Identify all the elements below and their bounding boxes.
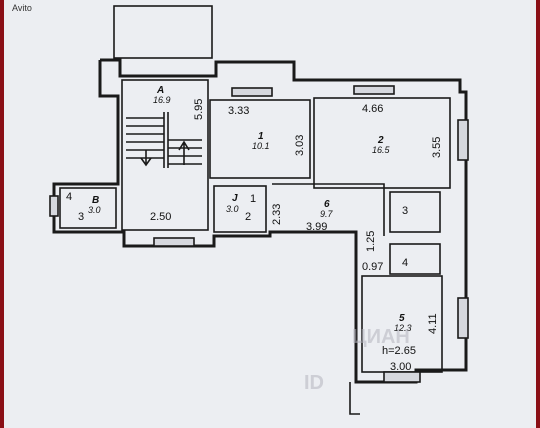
room-b-wall xyxy=(59,187,117,229)
room-3-wall xyxy=(389,191,441,233)
stairwell-wall xyxy=(121,79,209,231)
bath-wall xyxy=(213,185,267,233)
window-right-2 xyxy=(457,297,469,339)
height-label: h=2.65 xyxy=(382,345,416,357)
window-bottom-left xyxy=(153,237,195,247)
small-label-2: 2 xyxy=(245,211,252,223)
room-5-area: 12.3 xyxy=(394,323,412,333)
dim-0-97: 0.97 xyxy=(362,261,384,273)
room-2-area: 16.5 xyxy=(372,145,390,155)
hall-6-number: 6 xyxy=(324,199,330,210)
dim-4-11: 4.11 xyxy=(427,313,439,334)
lower-stub xyxy=(349,382,360,415)
hall-6-area: 9.7 xyxy=(320,209,333,219)
room-1-wall xyxy=(209,99,311,179)
dim-3-55: 3.55 xyxy=(431,136,443,158)
stair-area: 16.9 xyxy=(153,95,171,105)
room-j-number: J xyxy=(232,193,238,204)
room-2-number: 2 xyxy=(378,135,384,146)
window-top-2 xyxy=(353,85,395,95)
floor-plan-canvas: Avito 3.33 4.66 5.95 3.03 3.55 2.50 2.33… xyxy=(4,0,536,428)
dim-3-33: 3.33 xyxy=(228,105,250,117)
floor-plan-drawing xyxy=(49,5,469,415)
room-2-wall xyxy=(313,97,451,189)
small-label-1: 1 xyxy=(250,193,257,205)
window-right-1 xyxy=(457,119,469,161)
dim-2-50: 2.50 xyxy=(150,211,172,223)
dim-2-33: 2.33 xyxy=(271,203,283,225)
room-b-area: 3.0 xyxy=(88,205,101,215)
corner-mark: Avito xyxy=(12,3,32,13)
stair-number: A xyxy=(157,85,165,96)
small-label-4: 4 xyxy=(66,191,73,203)
small-label-3-right: 3 xyxy=(402,205,409,217)
shaft-block xyxy=(113,5,213,59)
room-j-area: 3.0 xyxy=(226,204,239,214)
small-label-3: 3 xyxy=(78,211,85,223)
window-top-1 xyxy=(231,87,273,97)
watermark-id: ID xyxy=(304,372,324,394)
dim-4-66: 4.66 xyxy=(362,103,384,115)
hall-6-wall xyxy=(272,183,385,236)
dim-3-99: 3.99 xyxy=(306,221,328,233)
window-bottom xyxy=(383,371,421,383)
window-left xyxy=(49,195,59,217)
room-1-number: 1 xyxy=(258,131,264,142)
dim-1-25: 1.25 xyxy=(365,230,377,252)
stair-steps xyxy=(126,112,202,168)
watermark-brand: ЦИАН xyxy=(352,326,410,348)
dim-3-03: 3.03 xyxy=(294,134,306,156)
room-b-number: B xyxy=(92,195,100,206)
dim-3-00: 3.00 xyxy=(390,361,412,373)
dim-5-95: 5.95 xyxy=(193,98,205,120)
room-4-wall xyxy=(389,243,441,275)
room-1-area: 10.1 xyxy=(252,141,270,151)
small-label-4-right: 4 xyxy=(402,257,409,269)
room-5-number: 5 xyxy=(399,313,405,324)
